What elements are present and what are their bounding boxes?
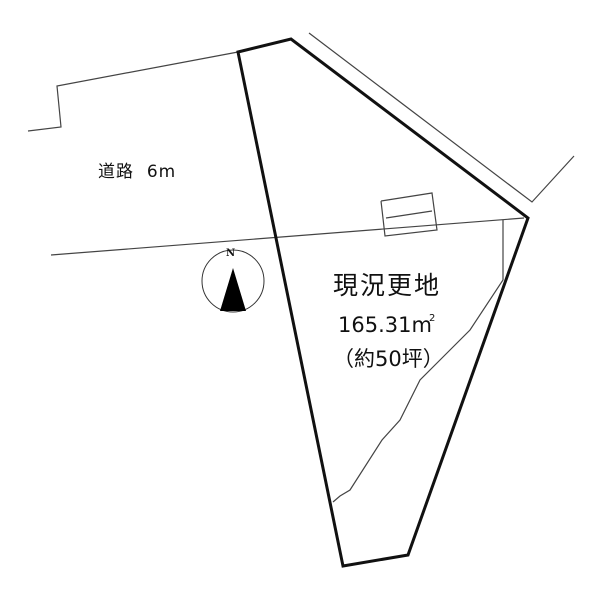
lot-status-title: 現況更地 <box>333 271 442 300</box>
lot-area: 165.31m2 <box>338 313 435 337</box>
small-structure-divider <box>385 210 433 219</box>
adjacent-boundary-lines <box>27 32 575 503</box>
lot-boundary <box>236 37 530 568</box>
lot-area-tsubo: （約50坪） <box>333 347 444 371</box>
north-arrow-icon <box>220 268 246 311</box>
compass <box>201 249 265 313</box>
lot-area-unit: m <box>411 313 432 337</box>
small-structure-box <box>380 192 438 237</box>
road-label: 道路 6m <box>98 157 176 182</box>
east-road-edge <box>308 32 575 203</box>
lot-area-unit-superscript: 2 <box>428 313 436 324</box>
internal-boundary-line <box>332 220 504 503</box>
road-width: 6m <box>146 162 177 182</box>
road-name: 道路 <box>98 162 134 182</box>
road-south-edge <box>50 217 525 256</box>
compass-north-label: N <box>226 248 236 259</box>
lot-area-value: 165.31 <box>338 313 412 337</box>
north-road-edge <box>27 51 239 132</box>
